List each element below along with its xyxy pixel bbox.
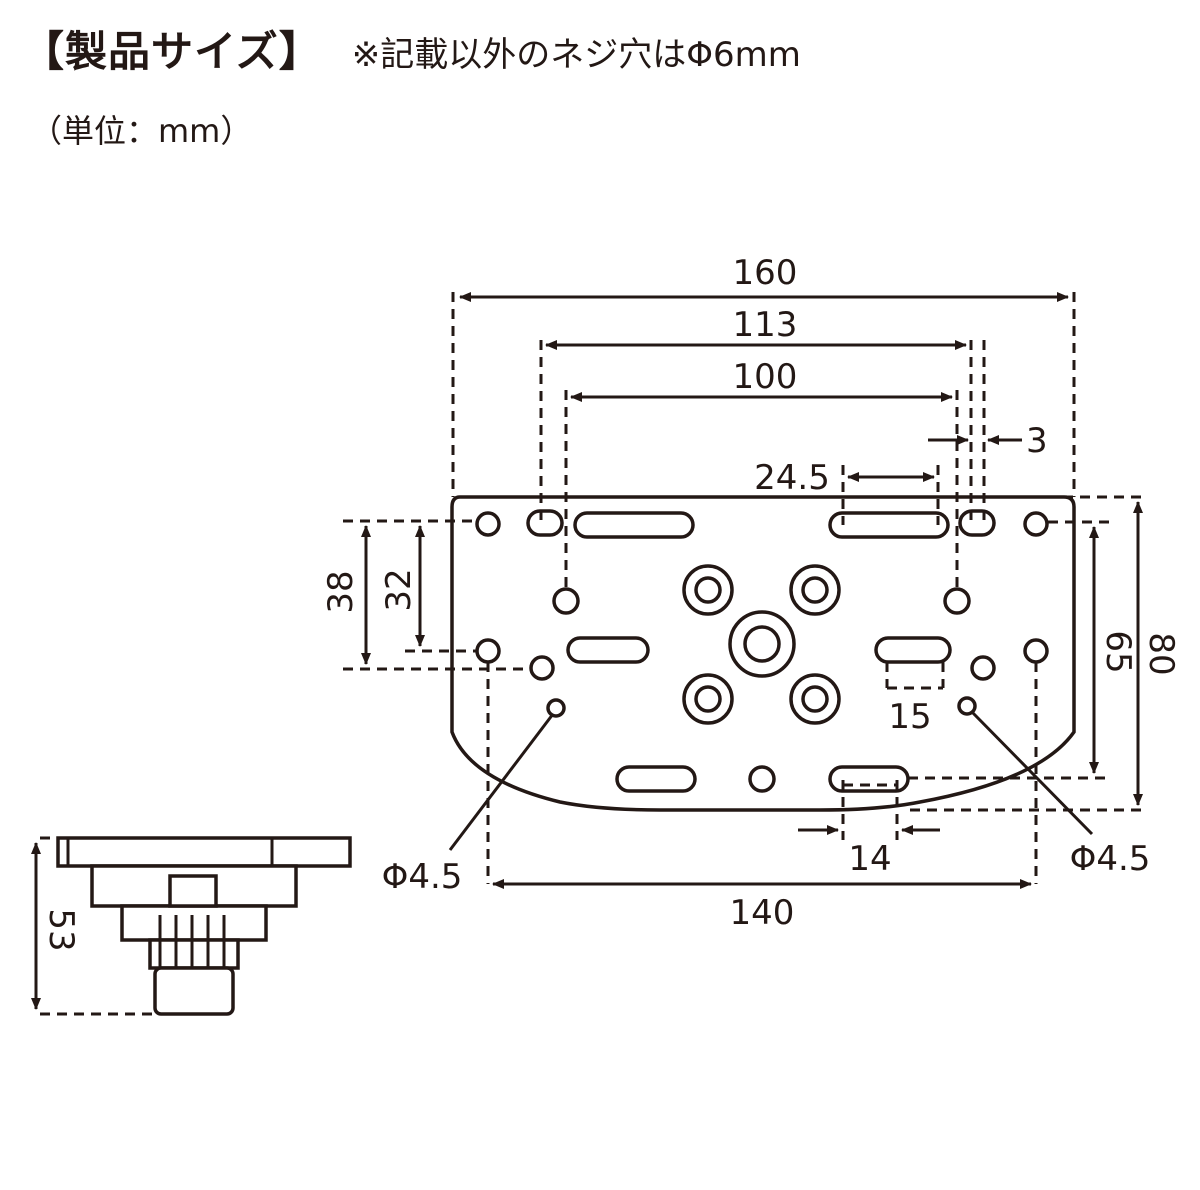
hole — [552, 587, 580, 615]
slot — [573, 511, 695, 539]
small-hole — [546, 698, 566, 718]
dim-height-80: 80 — [1141, 632, 1181, 675]
slot — [526, 509, 564, 537]
hole — [475, 638, 501, 664]
dim-height-65: 65 — [1098, 630, 1138, 673]
side-clip — [168, 874, 218, 908]
header: 【製品サイズ】 ※記載以外のネジ穴はΦ6mm — [22, 18, 801, 79]
slot — [874, 636, 952, 664]
plate-side-view — [56, 836, 352, 1016]
dim-width-total: 160 — [733, 253, 798, 293]
dimension-lines: 160 113 100 3 24.5 38 32 65 80 15 14 140 — [31, 253, 1181, 1016]
dim-height-32: 32 — [379, 568, 419, 611]
dim-slot-15: 15 — [888, 697, 931, 737]
slot — [615, 765, 697, 793]
hole — [970, 655, 996, 681]
side-teeth — [158, 915, 226, 968]
slot — [828, 511, 950, 539]
side-plate — [56, 836, 352, 868]
dim-slot-24-5: 24.5 — [754, 458, 830, 498]
mount-ring-inner — [694, 685, 722, 713]
dim-width-140: 140 — [730, 893, 795, 933]
slot — [566, 636, 650, 664]
dim-slot-14: 14 — [848, 839, 891, 879]
center-ring-inner — [743, 625, 781, 663]
dim-hole-right: Φ4.5 — [1070, 839, 1151, 879]
page-title: 【製品サイズ】 — [22, 27, 322, 76]
slot — [958, 509, 996, 537]
hole — [1023, 638, 1049, 664]
dim-width-100: 100 — [733, 357, 798, 397]
plate-top-view — [450, 495, 1076, 812]
hole — [475, 511, 501, 537]
small-hole — [957, 696, 977, 716]
dim-hole-left: Φ4.5 — [382, 857, 463, 897]
dim-height-38: 38 — [321, 570, 361, 613]
mount-ring-inner — [694, 576, 722, 604]
hole — [1023, 511, 1049, 537]
side-base — [153, 966, 235, 1016]
dim-gap-3: 3 — [1026, 421, 1048, 461]
mount-ring-inner — [801, 576, 829, 604]
mount-ring-inner — [801, 685, 829, 713]
side-flange — [120, 904, 268, 942]
hole — [529, 655, 555, 681]
dim-side-height: 53 — [41, 908, 81, 951]
hole — [748, 765, 776, 793]
dim-width-113: 113 — [733, 305, 798, 345]
screw-hole-note: ※記載以外のネジ穴はΦ6mm — [351, 35, 801, 75]
hole — [943, 587, 971, 615]
unit-label: （単位：mm） — [30, 112, 253, 150]
